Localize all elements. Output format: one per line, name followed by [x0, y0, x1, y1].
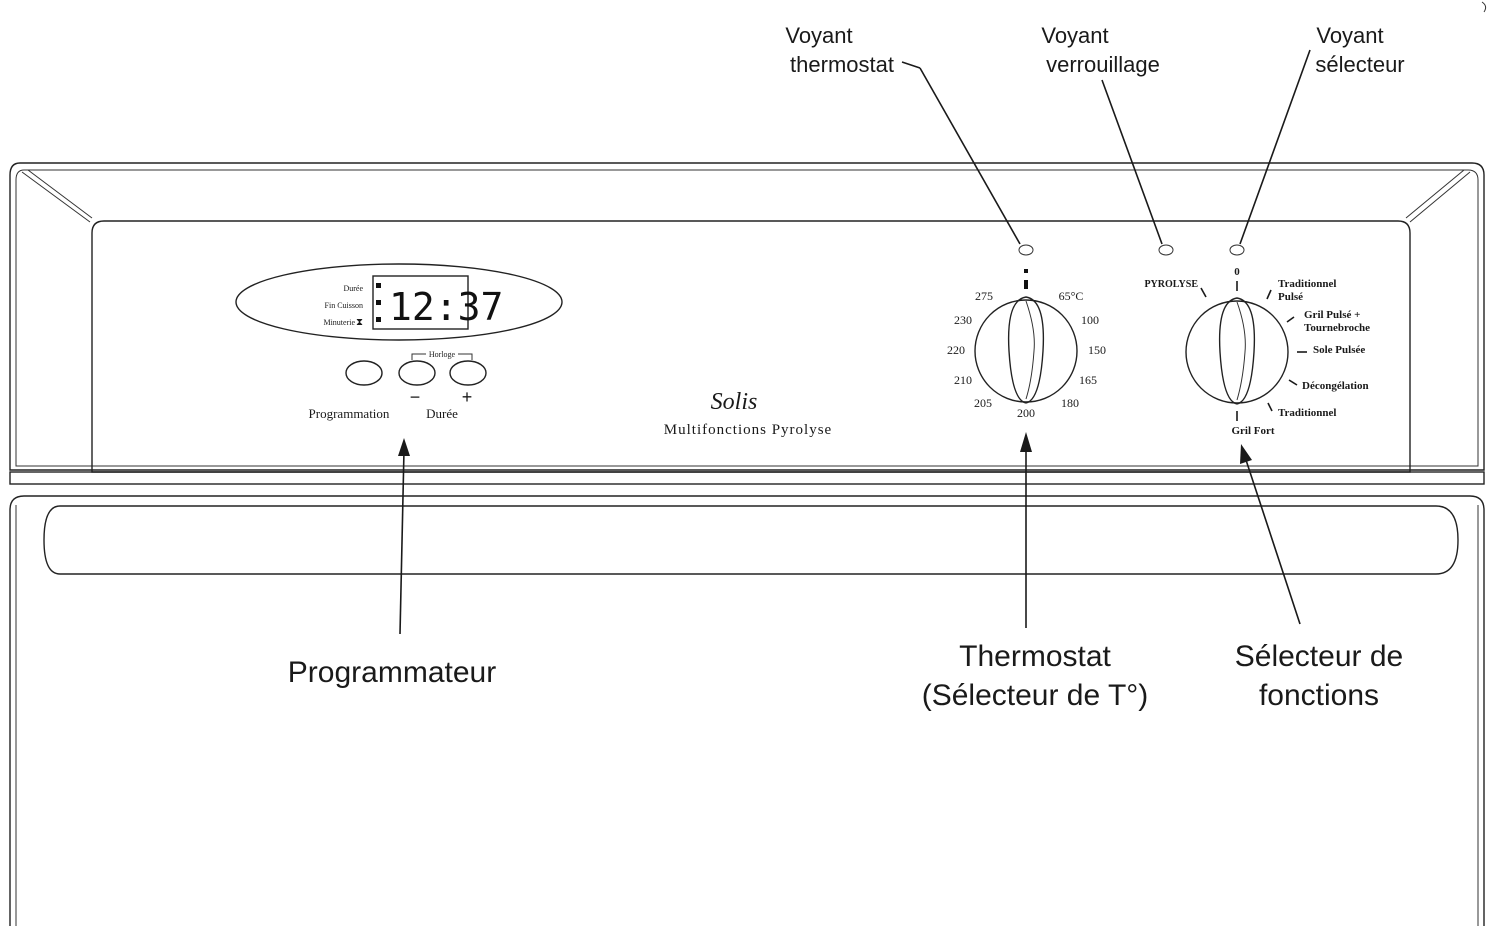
func-decongelation: Décongélation: [1302, 380, 1369, 392]
thermostat-mark-180: 180: [1061, 396, 1079, 410]
thermostat-mark-230: 230: [954, 313, 972, 327]
func-gril-fort: Gril Fort: [1231, 425, 1274, 437]
plus-label: +: [462, 387, 473, 407]
duree-label: Durée: [426, 406, 458, 421]
hourglass-icon: ⧗: [356, 317, 363, 328]
callouts: Voyant thermostat Voyant verrouillage Vo…: [288, 23, 1405, 712]
mode-label-minuterie: Minuterie: [323, 318, 355, 327]
leader-lines: [398, 49, 1311, 635]
thermostat-mark-100: 100: [1081, 313, 1099, 327]
brand: Solis Multifonctions Pyrolyse: [664, 389, 832, 438]
brand-model: Multifonctions Pyrolyse: [664, 422, 832, 438]
mode-label-fin-cuisson: Fin Cuisson: [325, 301, 363, 310]
func-gril-pulse-1: Gril Pulsé +: [1304, 309, 1360, 321]
horloge-label: Horloge: [429, 350, 456, 359]
func-traditionnel-pulse-1: Traditionnel: [1278, 278, 1336, 290]
plus-button[interactable]: [449, 360, 487, 386]
thermostat-off-mark: [1024, 280, 1028, 289]
oven-outline: [9, 162, 1485, 926]
callout-voyant-selecteur-1: Voyant: [1316, 23, 1383, 48]
func-traditionnel-pulse-2: Pulsé: [1278, 291, 1303, 303]
callout-voyant-verrouillage-1: Voyant: [1041, 23, 1108, 48]
callout-programmateur: Programmateur: [288, 656, 496, 689]
programmation-label: Programmation: [309, 406, 390, 421]
voyant-verrouillage-light: [1158, 244, 1174, 256]
func-zero: 0: [1234, 266, 1240, 278]
mode-indicator-fin-cuisson: [376, 300, 381, 305]
thermostat-mark-220: 220: [947, 343, 965, 357]
thermostat-mark-205: 205: [974, 396, 992, 410]
callout-voyant-verrouillage-2: verrouillage: [1046, 52, 1160, 77]
thermostat-mark-165: 165: [1079, 373, 1097, 387]
programmer-display-screen: [372, 275, 469, 330]
function-selector-labels: PYROLYSE 0 Traditionnel Pulsé Gril Pulsé…: [1144, 266, 1370, 437]
minus-button[interactable]: [398, 360, 436, 386]
programmer-display-bezel: [235, 263, 563, 341]
callout-voyant-thermostat-2: thermostat: [790, 52, 894, 77]
callout-voyant-selecteur-2: sélecteur: [1315, 52, 1404, 77]
callout-selecteur-2: fonctions: [1259, 679, 1379, 712]
thermostat-mark-200: 200: [1017, 406, 1035, 420]
callout-thermostat-1: Thermostat: [959, 640, 1111, 673]
function-selector-dial[interactable]: [1185, 297, 1289, 405]
thermostat-mark-275: 275: [975, 289, 993, 303]
programmateur-arrowhead: [398, 438, 410, 456]
brand-name: Solis: [711, 389, 758, 415]
func-gril-pulse-2: Tournebroche: [1304, 322, 1370, 334]
selecteur-arrowhead: [1240, 444, 1252, 464]
thermostat-scale: 65°C 100 150 165 180 200 205 210 220 230…: [947, 289, 1106, 420]
thermostat-arrowhead: [1020, 432, 1032, 452]
callout-voyant-thermostat-1: Voyant: [785, 23, 852, 48]
mode-indicator-minuterie: [376, 317, 381, 322]
corner-mark: [1481, 1, 1487, 13]
thermostat-off-dot: [1024, 269, 1028, 273]
programmation-button[interactable]: [345, 360, 383, 386]
func-traditionnel: Traditionnel: [1278, 407, 1336, 419]
func-pyrolyse: PYROLYSE: [1144, 279, 1198, 290]
voyant-selecteur-light: [1229, 244, 1245, 256]
programmer: 12:37 Durée Fin Cuisson Minuterie ⧗ Horl…: [235, 263, 563, 421]
callout-thermostat-2: (Sélecteur de T°): [922, 679, 1149, 712]
mode-label-duree: Durée: [343, 284, 363, 293]
voyant-thermostat-light: [1018, 244, 1034, 256]
thermostat-mark-150: 150: [1088, 343, 1106, 357]
minus-label: −: [410, 387, 421, 407]
thermostat-mark-210: 210: [954, 373, 972, 387]
mode-indicator-duree: [376, 283, 381, 288]
function-selector-ticks: [1200, 281, 1307, 421]
thermostat-mark-65: 65°C: [1059, 289, 1084, 303]
callout-selecteur-1: Sélecteur de: [1235, 640, 1403, 673]
thermostat-dial[interactable]: [974, 269, 1078, 404]
func-sole-pulsee: Sole Pulsée: [1313, 344, 1365, 356]
display-time: 12:37: [389, 285, 503, 329]
